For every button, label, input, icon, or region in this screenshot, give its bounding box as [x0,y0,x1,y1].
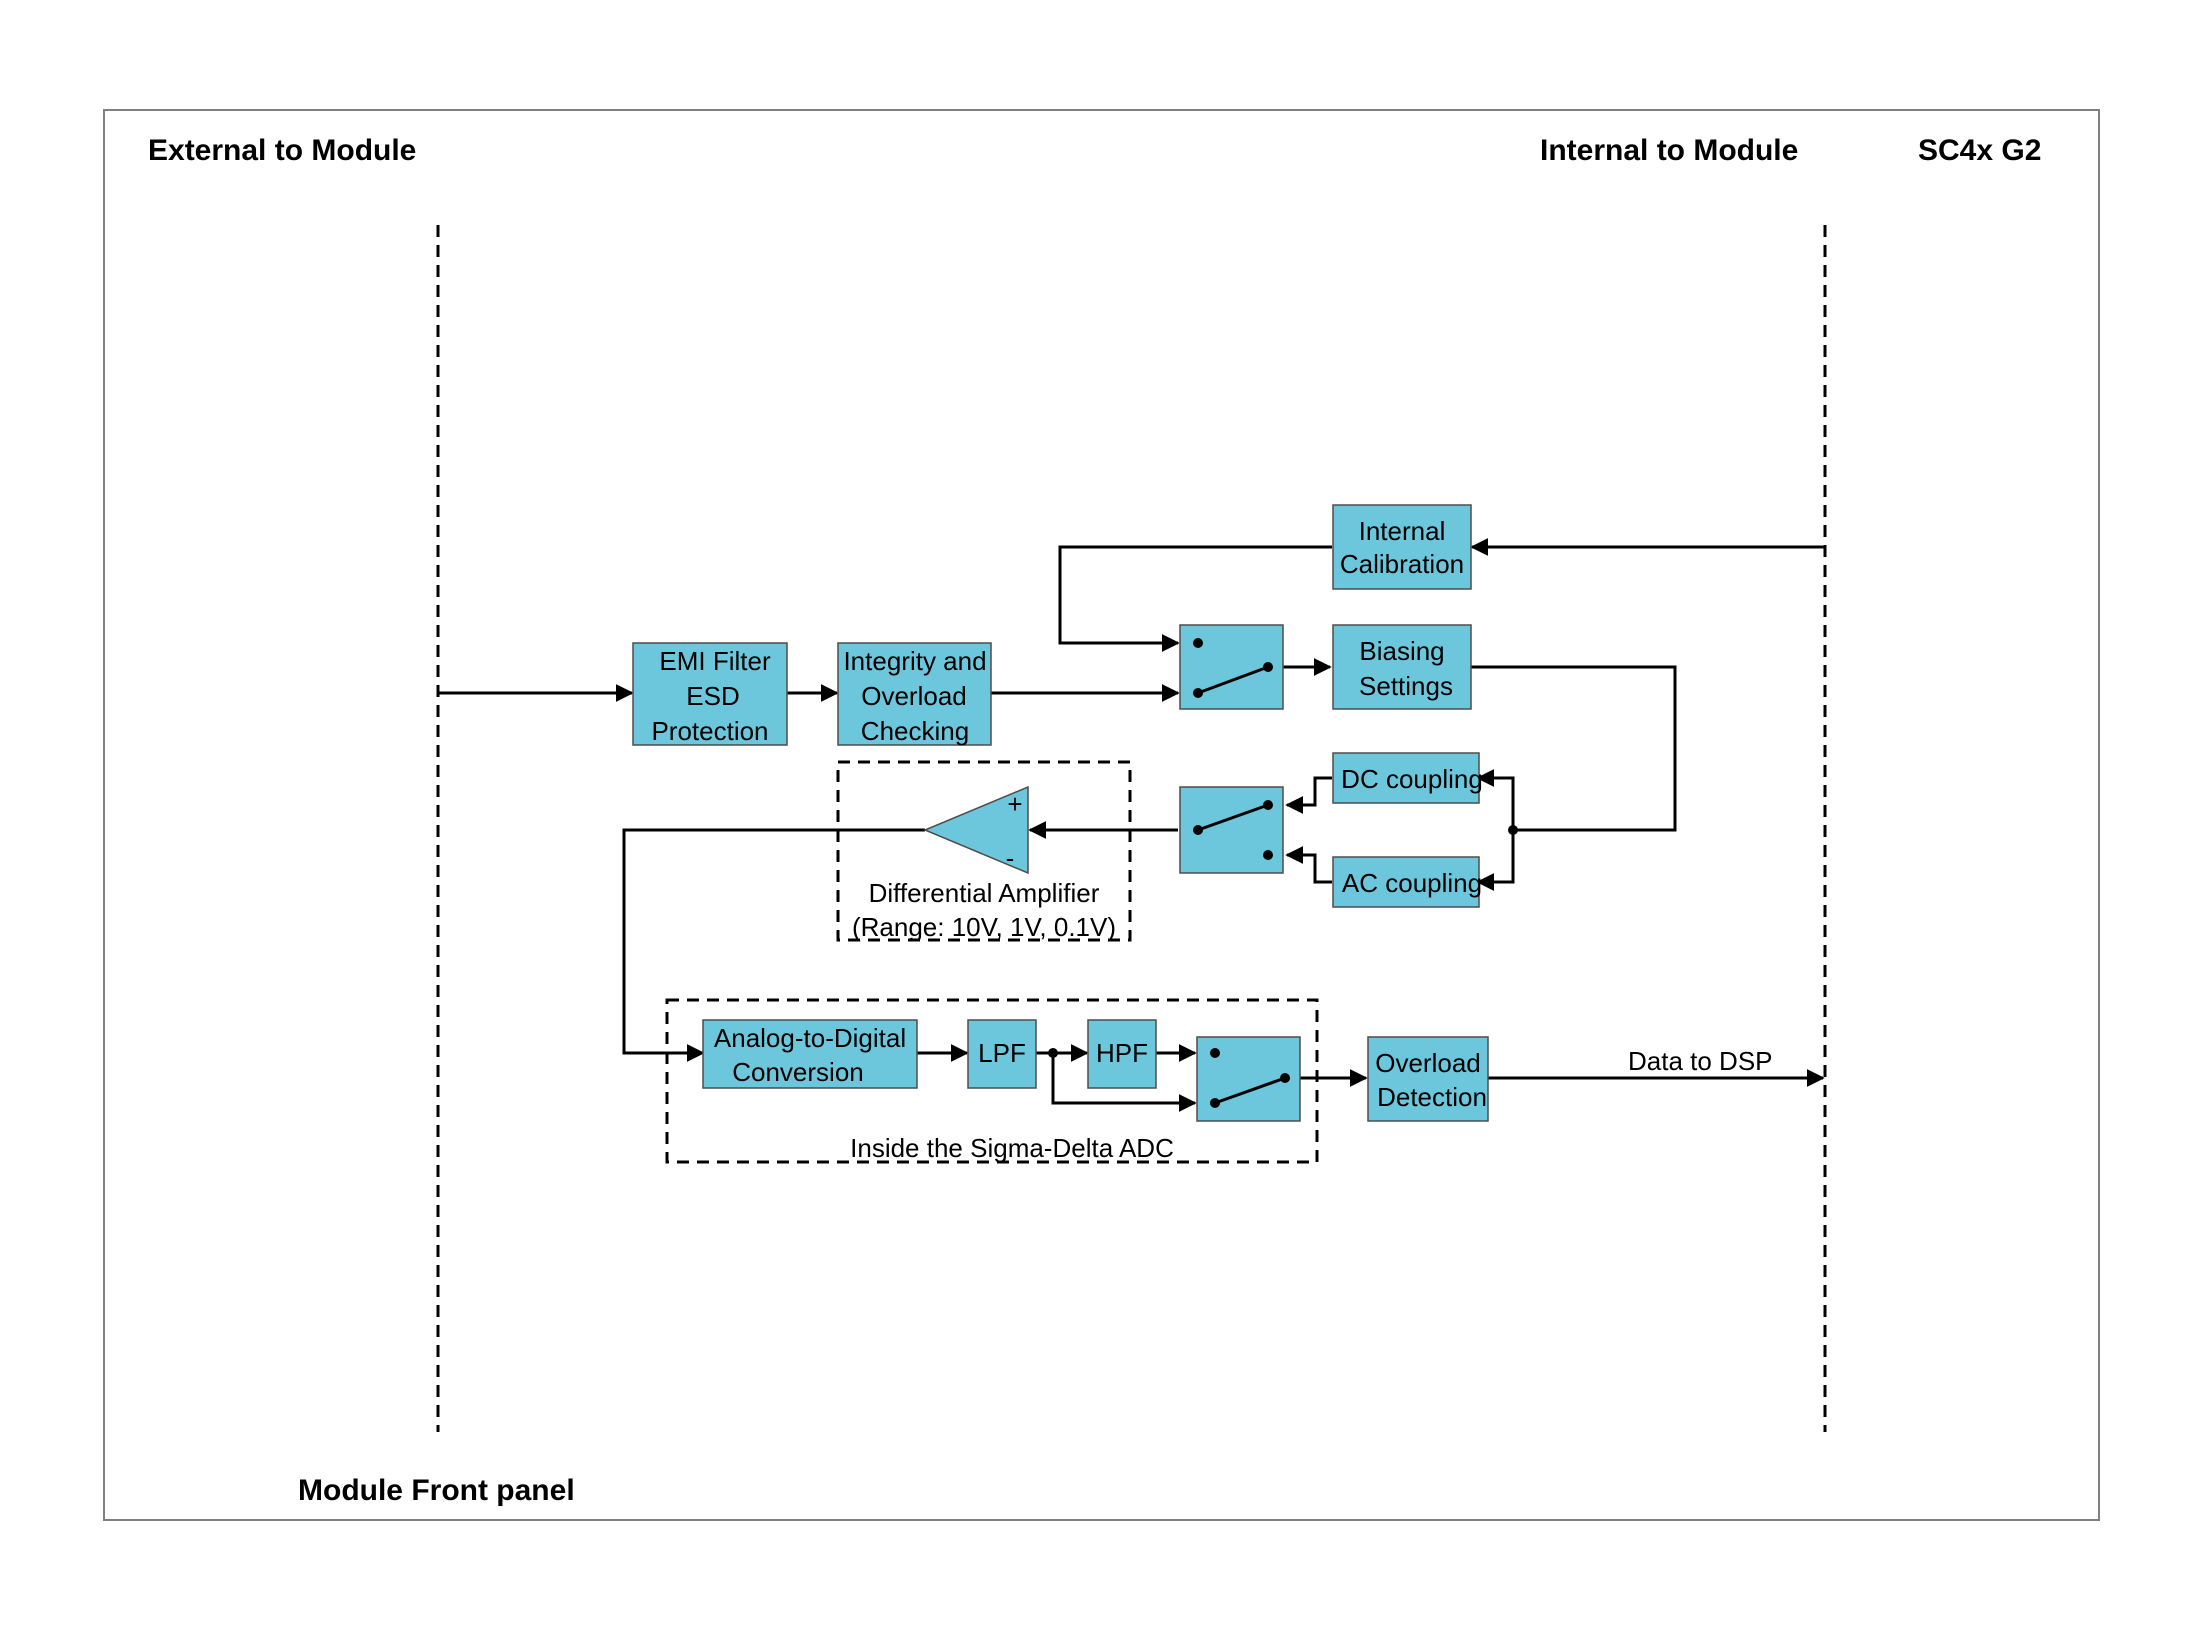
calibration-line-1: Internal [1359,516,1446,546]
emi-filter-block [632,642,788,746]
amp-minus-sign: - [1006,843,1015,873]
biasing-line-1: Biasing [1359,636,1444,666]
lpf-label: LPF [978,1038,1026,1068]
adc-block [702,1019,918,1089]
wire-calibration-switch [1058,545,1332,652]
dc-coupling-block [1332,752,1480,804]
wire-junction-dc [1476,769,1515,830]
differential-amplifier-symbol [923,785,1029,875]
ac-coupling-block [1332,856,1480,908]
biasing-settings-block [1332,624,1472,710]
adc-group [665,998,1319,1164]
integrity-line-2: Overload [861,681,967,711]
wire-amplifier-adc [622,828,925,1062]
header-external: External to Module [148,134,416,167]
adc-line-1: Analog-to-Digital [714,1023,906,1053]
ac-coupling-label: AC coupling [1342,868,1482,898]
biasing-line-2: Settings [1359,671,1453,701]
wire-lpf-bypass [1051,1053,1197,1112]
output-label: Data to DSP [1628,1046,1773,1076]
adc-group-label: Inside the Sigma-Delta ADC [850,1133,1174,1163]
diagram-frame [103,109,2100,1521]
junction-coupling [1508,825,1518,835]
dc-coupling-label: DC coupling [1341,764,1483,794]
integrity-line-3: Checking [861,716,969,746]
integrity-block [837,642,992,746]
adc-line-2: Conversion [732,1057,864,1087]
wire-ac-switch [1285,846,1332,884]
header-internal: Internal to Module [1540,134,1798,167]
filter-select-switch [1196,1036,1301,1122]
amplifier-group [836,760,1132,942]
hpf-label: HPF [1096,1038,1148,1068]
wire-junction-ac [1476,830,1515,891]
internal-calibration-block [1332,504,1472,590]
amp-plus-sign: + [1007,789,1022,819]
emi-line-2: ESD [686,681,739,711]
overload-line-2: Detection [1377,1082,1487,1112]
amplifier-label: Differential Amplifier [869,878,1100,908]
overload-line-1: Overload [1375,1048,1481,1078]
overload-detection-block [1367,1036,1489,1122]
input-select-switch [1179,624,1284,710]
amplifier-range: (Range: 10V, 1V, 0.1V) [852,912,1116,942]
emi-line-3: Protection [651,716,768,746]
wire-biasing-coupling [1470,665,1677,832]
wire-dc-switch [1285,776,1332,814]
header-model: SC4x G2 [1918,134,2041,167]
integrity-line-1: Integrity and [843,646,986,676]
calibration-line-2: Calibration [1340,549,1464,579]
header-front-panel: Module Front panel [298,1474,575,1507]
coupling-select-switch [1179,786,1284,874]
hpf-block [1087,1019,1157,1089]
lpf-block [967,1019,1037,1089]
emi-line-1: EMI Filter [659,646,771,676]
